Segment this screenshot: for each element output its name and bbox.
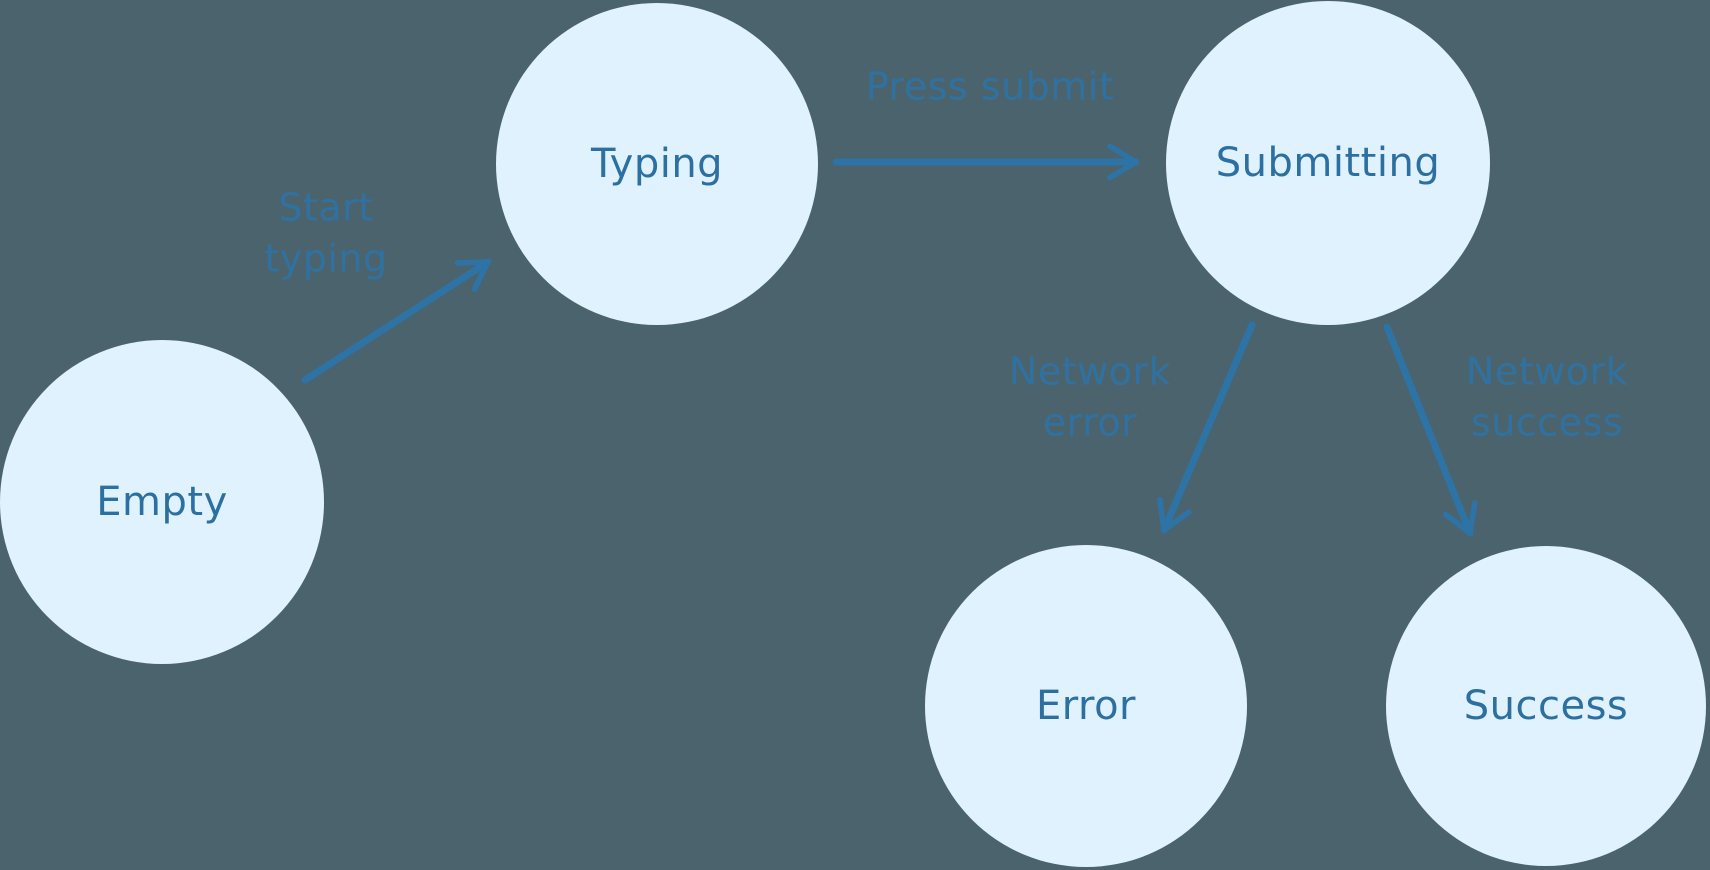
state-node-empty: Empty (0, 340, 324, 664)
edge-label-line: success (1470, 401, 1624, 445)
state-node-success: Success (1386, 546, 1706, 866)
edge-label-line: Start (278, 185, 374, 230)
state-node-label: Typing (590, 141, 724, 187)
state-node-typing: Typing (496, 3, 818, 325)
state-node-label: Error (1036, 683, 1136, 729)
edge-submitting-error-arrow (1157, 321, 1256, 534)
edge-label-press-submit: Press submit (866, 61, 1115, 112)
edge-label-line: Network (1465, 349, 1629, 394)
edge-submitting-success-arrow (1383, 323, 1478, 537)
edge-label-line: typing (264, 237, 388, 281)
state-node-label: Submitting (1215, 140, 1441, 186)
state-node-submitting: Submitting (1166, 1, 1490, 325)
edge-label-line: Press submit (865, 64, 1115, 109)
state-node-label: Success (1463, 683, 1629, 729)
edge-label-network-success: Network success (1466, 347, 1628, 450)
edge-label-line: Network (1008, 349, 1172, 394)
state-node-error: Error (925, 545, 1247, 867)
edge-label-line: error (1042, 401, 1138, 445)
edge-label-network-error: Network error (1009, 347, 1171, 450)
edge-empty-typing-arrow (301, 258, 492, 384)
state-node-label: Empty (96, 479, 228, 525)
edge-label-start-typing: Start typing (264, 183, 387, 286)
